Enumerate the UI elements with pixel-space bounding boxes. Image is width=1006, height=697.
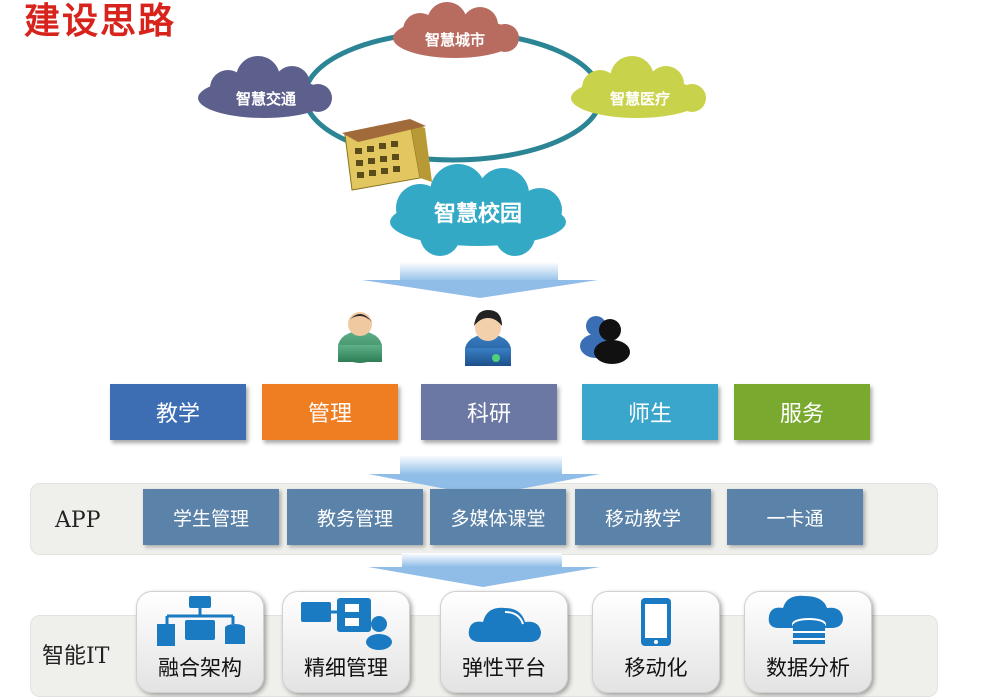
- category-teaching[interactable]: 教学: [110, 384, 246, 440]
- smart-it-layer-label: 智能IT: [42, 644, 110, 669]
- student-icon: [338, 312, 382, 363]
- category-label: 科研: [466, 402, 511, 427]
- cloud-icon: [468, 607, 541, 642]
- cloud-smart-traffic: 智慧交通: [198, 56, 332, 118]
- cloud-label-medical: 智慧医疗: [610, 90, 670, 108]
- app-label: 多媒体课堂: [450, 507, 546, 530]
- app-mobile-teaching[interactable]: 移动教学: [575, 489, 711, 545]
- network-architecture-icon: [157, 596, 245, 646]
- app-label: 移动教学: [604, 507, 681, 530]
- cloud-label-traffic: 智慧交通: [236, 90, 296, 108]
- tile-label: 数据分析: [766, 656, 850, 680]
- tile-label: 移动化: [624, 656, 688, 680]
- cloud-smart-campus: 智慧校园: [390, 164, 566, 256]
- app-student-management[interactable]: 学生管理: [143, 489, 279, 545]
- tile-label: 弹性平台: [462, 656, 546, 680]
- app-campus-card[interactable]: 一卡通: [727, 489, 863, 545]
- cloud-smart-city: 智慧城市: [393, 2, 519, 58]
- mobile-phone-icon: [641, 598, 671, 646]
- cloud-smart-medical: 智慧医疗: [571, 56, 706, 118]
- category-services[interactable]: 服务: [734, 384, 870, 440]
- app-layer-label: APP: [55, 508, 101, 533]
- down-arrow-1: [362, 262, 598, 298]
- it-tile-fine-management[interactable]: 精细管理: [282, 591, 410, 693]
- category-label: 教学: [155, 402, 200, 427]
- cloud-label-campus: 智慧校园: [434, 201, 522, 227]
- school-building-icon: [342, 119, 432, 191]
- cloud-label-city: 智慧城市: [425, 31, 485, 49]
- category-research[interactable]: 科研: [421, 384, 557, 440]
- down-arrow-2: [400, 455, 562, 475]
- group-users-icon: [580, 316, 630, 364]
- category-teachers-students[interactable]: 师生: [582, 384, 718, 440]
- page-title: 建设思路: [24, 1, 177, 42]
- it-tile-elastic-platform[interactable]: 弹性平台: [440, 591, 568, 693]
- down-arrow-3: [368, 553, 600, 587]
- management-flow-icon: [301, 598, 392, 650]
- category-management[interactable]: 管理: [262, 384, 398, 440]
- it-tile-converged-architecture[interactable]: 融合架构: [136, 591, 264, 693]
- category-label: 服务: [779, 402, 824, 427]
- it-tile-mobility[interactable]: 移动化: [592, 591, 720, 693]
- app-label: 一卡通: [766, 507, 824, 530]
- app-label: 教务管理: [316, 507, 393, 530]
- app-label: 学生管理: [172, 507, 249, 530]
- it-tile-data-analysis[interactable]: 数据分析: [744, 591, 872, 693]
- down-arrow-2-head: [368, 474, 600, 496]
- teacher-icon: [465, 310, 511, 366]
- smart-city-diagram: 智慧城市 智慧交通 智慧医疗: [198, 2, 706, 475]
- tile-label: 融合架构: [158, 656, 242, 680]
- category-label: 师生: [627, 402, 672, 427]
- cloud-database-icon: [768, 595, 843, 644]
- category-label: 管理: [307, 402, 352, 427]
- app-multimedia-classroom[interactable]: 多媒体课堂: [430, 489, 566, 545]
- tile-label: 精细管理: [304, 656, 388, 680]
- app-academic-affairs[interactable]: 教务管理: [287, 489, 423, 545]
